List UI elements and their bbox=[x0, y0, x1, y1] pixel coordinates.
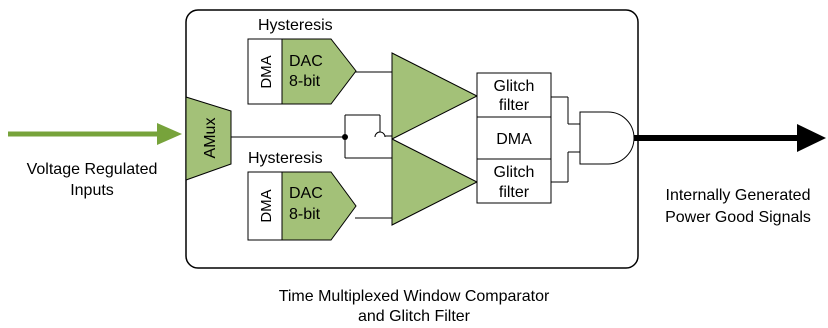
glitch-filter-bottom-line-1: Glitch bbox=[494, 164, 535, 181]
wire-crossover-hop bbox=[374, 131, 386, 138]
input-label-line-2: Inputs bbox=[70, 182, 114, 199]
glitch-filter-top-line-1: Glitch bbox=[494, 78, 535, 95]
and-gate bbox=[579, 111, 635, 165]
bottom-dac-block bbox=[281, 171, 357, 241]
output-label-line-1: Internally Generated bbox=[666, 187, 811, 204]
glitch-filter-top-line-2: filter bbox=[499, 97, 530, 114]
top-dma-label: DMA bbox=[258, 55, 275, 88]
center-dma-label: DMA bbox=[496, 131, 532, 148]
signal-wires bbox=[231, 71, 580, 219]
bottom-hysteresis-label: Hysteresis bbox=[248, 150, 323, 167]
top-dac-label-line-1: DAC bbox=[289, 53, 323, 70]
bottom-dac-label-line-2: 8-bit bbox=[289, 206, 321, 223]
top-dma-box bbox=[247, 38, 283, 105]
center-dma-box bbox=[476, 116, 552, 160]
caption-line-2: and Glitch Filter bbox=[358, 308, 471, 325]
bottom-comparator bbox=[391, 138, 479, 226]
amux-block bbox=[185, 96, 232, 181]
glitch-filter-bottom-line-2: filter bbox=[499, 184, 530, 201]
caption-line-1: Time Multiplexed Window Comparator bbox=[279, 288, 550, 305]
top-dac-label-line-2: 8-bit bbox=[289, 73, 321, 90]
amux-label: AMux bbox=[202, 118, 219, 159]
glitch-filter-bottom-box bbox=[476, 158, 552, 204]
bottom-dac-label-line-1: DAC bbox=[289, 185, 323, 202]
input-arrow bbox=[8, 123, 182, 145]
top-hysteresis-label: Hysteresis bbox=[258, 17, 333, 34]
output-label-line-2: Power Good Signals bbox=[665, 209, 811, 226]
top-comparator bbox=[391, 52, 479, 140]
glitch-filter-top-box bbox=[476, 72, 552, 118]
output-arrow bbox=[634, 124, 826, 152]
bottom-dma-label: DMA bbox=[258, 189, 275, 222]
input-label-line-1: Voltage Regulated bbox=[27, 161, 158, 178]
top-dac-block bbox=[281, 38, 357, 105]
junction-dot bbox=[342, 134, 348, 140]
